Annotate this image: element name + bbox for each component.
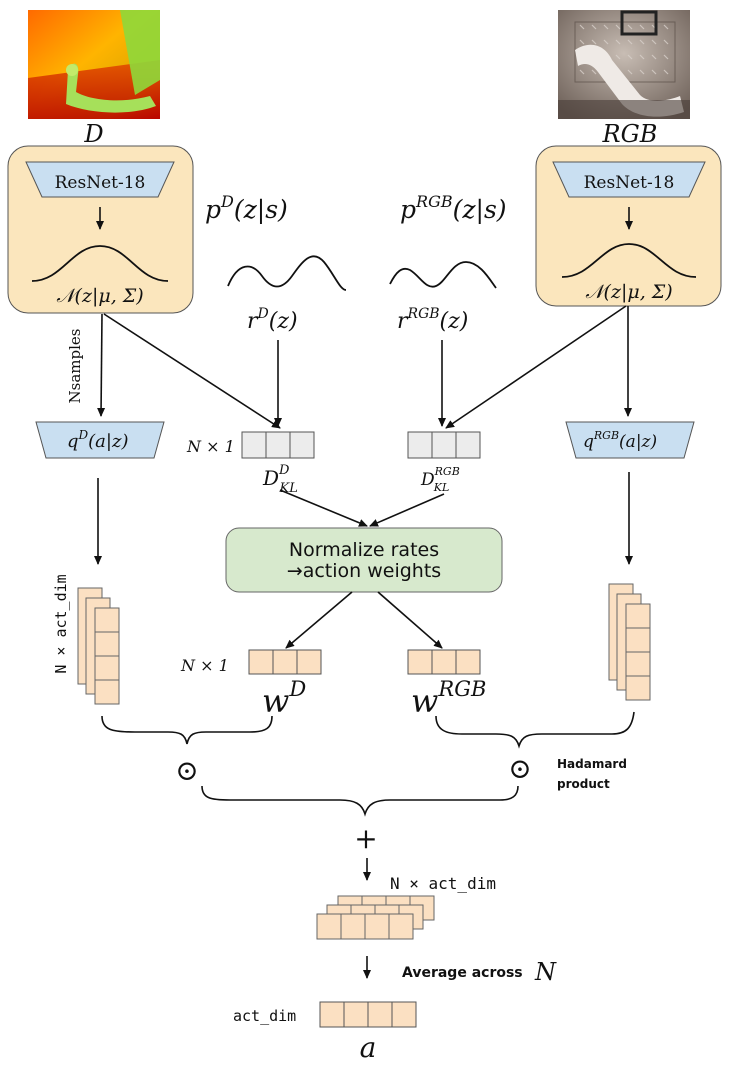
depth-input-label: D — [83, 120, 103, 148]
rgb-policy-head — [565, 421, 695, 459]
rgb-weight-vector — [407, 649, 481, 675]
depth-resnet-label: ResNet-18 — [55, 173, 146, 193]
depth-sample-arrow — [97, 313, 106, 417]
depth-hadamard-brace — [101, 715, 273, 745]
rgb-policy-label: qRGB(a|z) — [583, 429, 657, 452]
output-action-vector — [319, 1001, 417, 1028]
rgb-prior-label: rRGB(z) — [397, 306, 468, 334]
combined-action-stack — [316, 895, 435, 940]
depth-kl-vector — [241, 431, 315, 459]
rgb-hadamard-brace — [435, 711, 635, 749]
rgb-resnet-block — [552, 161, 706, 198]
kl-shape-label: N × 1 — [186, 437, 235, 456]
depth-prior-label: rD(z) — [247, 306, 298, 334]
depth-action-stack — [77, 587, 120, 705]
depth-prior-curve — [227, 255, 347, 291]
rgb-gaussian-label: 𝒩(z|μ, Σ) — [585, 281, 672, 303]
depth-kl-arrow — [103, 313, 281, 429]
depth-policy-head — [35, 421, 165, 459]
average-var: N — [534, 958, 557, 986]
depth-gaussian-label: 𝒩(z|μ, Σ) — [56, 285, 143, 307]
depth-weight-cell — [272, 649, 298, 675]
combined-shape-label: N × act_dim — [390, 874, 496, 893]
weight-shape-label: N × 1 — [180, 656, 229, 675]
sum-symbol: + — [354, 822, 377, 855]
output-cell — [367, 1001, 393, 1028]
output-cell — [343, 1001, 369, 1028]
normalize-line2: →action weights — [287, 560, 441, 582]
rgb-encoder: ResNet-18 𝒩(z|μ, Σ) — [535, 145, 722, 307]
rgb-kl-cell — [431, 431, 457, 459]
depth-posterior-label: pD(z|s) — [205, 192, 288, 225]
normalize-to-rgb-weight-arrow — [377, 591, 443, 649]
depth-weight-cell — [248, 649, 274, 675]
rgb-weight-cell — [407, 649, 433, 675]
sum-brace — [201, 785, 519, 817]
hadamard-label-line1: Hadamard — [557, 757, 627, 771]
depth-resnet-block — [25, 161, 175, 198]
depth-weight-vector — [248, 649, 322, 675]
depth-hadamard-symbol: ⊙ — [175, 754, 198, 787]
rgb-resnet-label: ResNet-18 — [584, 173, 675, 193]
rgb-kl-cell — [407, 431, 433, 459]
average-label: Average across — [402, 965, 523, 981]
rgb-action-stack — [608, 583, 651, 701]
rgb-weight-label: wRGB — [411, 677, 486, 720]
depth-gaussian-curve — [31, 245, 169, 282]
rgb-prior-curve — [389, 261, 497, 289]
depth-action-shape-label: N × act_dim — [52, 574, 70, 673]
depth-kl-cell — [265, 431, 291, 459]
depth-policy-label: qD(a|z) — [67, 428, 128, 452]
depth-kl-cell — [289, 431, 315, 459]
rgb-posterior-label: pRGB(z|s) — [400, 192, 507, 225]
output-shape-label: act_dim — [233, 1007, 296, 1025]
rgb-kl-arrow — [445, 305, 627, 429]
rgb-weight-cell — [431, 649, 457, 675]
rgb-input-label: RGB — [602, 120, 658, 148]
output-cell — [391, 1001, 417, 1028]
rgb-kl-to-normalize-arrow — [369, 493, 445, 527]
depth-image — [28, 10, 160, 119]
rgb-kl-cell — [455, 431, 481, 459]
normalize-box — [225, 527, 503, 593]
normalize-line1: Normalize rates — [289, 539, 439, 561]
depth-weight-label: wD — [262, 677, 306, 720]
depth-weight-cell — [296, 649, 322, 675]
rgb-gaussian-curve — [561, 243, 697, 278]
hadamard-label-line2: product — [557, 777, 610, 791]
depth-kl-to-normalize-arrow — [279, 489, 368, 527]
depth-encoder: ResNet-18 𝒩(z|μ, Σ) — [7, 145, 194, 314]
rgb-image — [558, 10, 690, 119]
depth-kl-cell — [241, 431, 267, 459]
samples-label: Nsamples — [66, 329, 84, 404]
output-cell — [319, 1001, 345, 1028]
rgb-kl-vector — [407, 431, 481, 459]
rgb-weight-cell — [455, 649, 481, 675]
rgb-hadamard-symbol: ⊙ — [508, 752, 531, 785]
output-var: a — [360, 1031, 377, 1064]
normalize-to-depth-weight-arrow — [285, 591, 353, 649]
